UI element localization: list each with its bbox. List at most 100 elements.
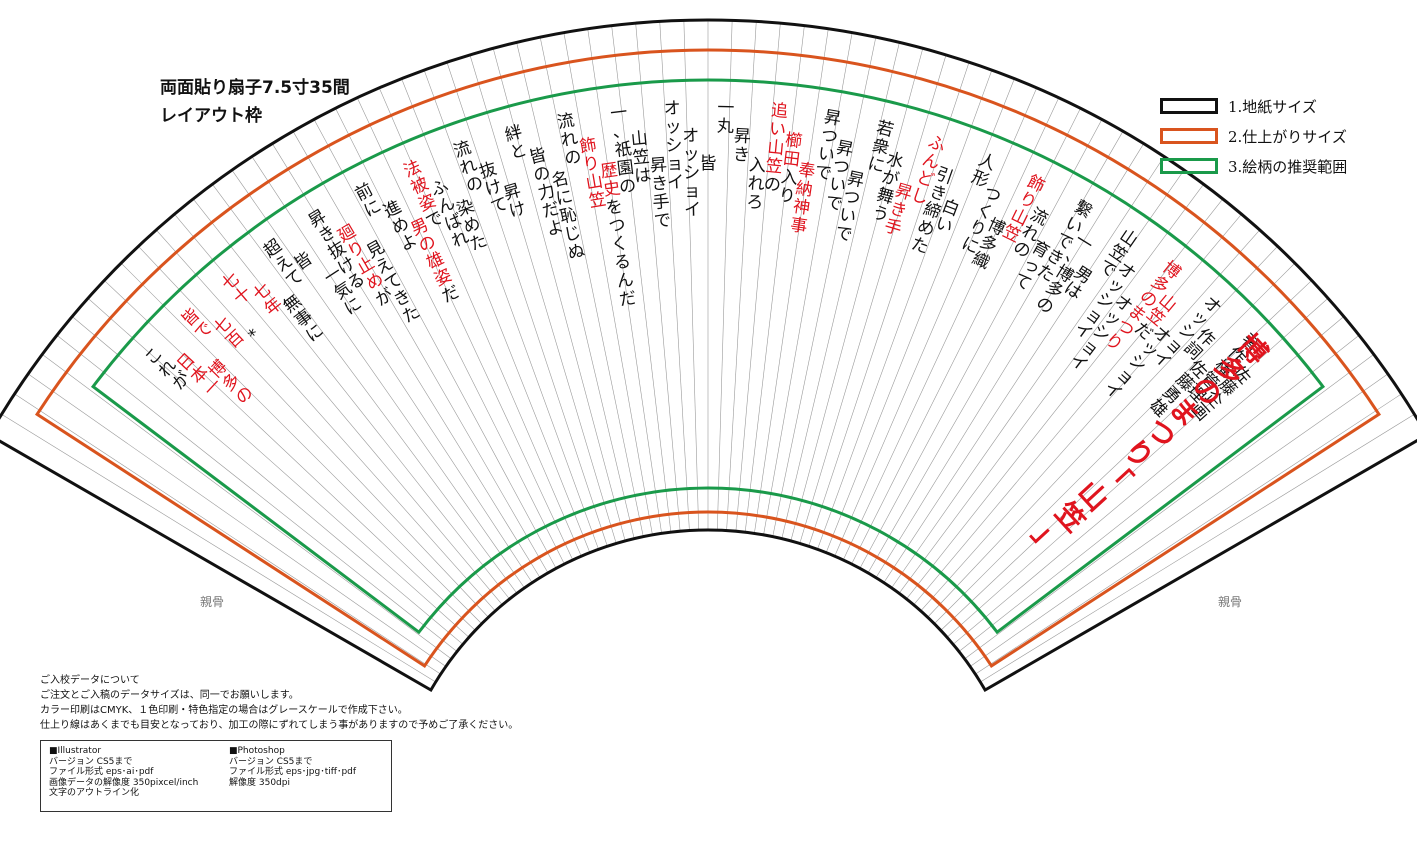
fan-rib-line [744,25,805,533]
fan-rib-line [313,119,557,569]
fan-rib-line [883,156,1165,583]
spec-line: 画像データの解像度 350pixcel/inch [49,777,199,788]
fan-rib-line [251,156,533,583]
finish-size-outline [34,48,1382,668]
fan-rib-line [817,69,993,550]
lyric-char: * [244,325,264,346]
fan-rib-line [138,246,489,618]
fan-rib-line [875,143,1144,578]
illustrator-specs: ■Illustrator バージョン CS5まで ファイル形式 eps･ai･p… [49,746,198,799]
lyric-char: 昇 [501,180,523,204]
lyric-char: の [463,172,486,196]
fan-rib-line [906,198,1224,600]
lyric-char: つ [841,187,862,210]
lyric-char: 昇 [845,169,866,192]
lyric-char: し [908,185,930,209]
fan-rib-line [587,28,662,534]
fan-rib-line [975,393,1402,675]
lyric-char: の [563,147,584,170]
lyric-char: 山 [766,138,785,160]
lyric-line: 白い [933,196,962,238]
lyric-char: れ [747,174,765,195]
fan-rib-line [891,169,1185,589]
lyric-char: 名 [550,169,571,192]
spec-line: バージョン CS5まで [229,756,313,767]
lyric-char: だ [540,199,561,222]
legend-label-finish-size: 2.仕上がりサイズ [1228,127,1347,146]
lyric-line: 流れの [556,110,584,169]
lyric-char: 田 [782,149,801,171]
page-title: 両面貼り扇子7.5寸35間 レイアウト枠 [160,74,350,130]
lyric-char: ふ [925,132,947,156]
lyric-char: 昇 [893,180,915,204]
lyric-char: い [933,213,956,238]
lyric-char: 皆 [527,145,548,168]
lyric-char: ッ [664,117,682,138]
spec-line: ■Photoshop [229,746,285,756]
lyric-char: 織 [969,248,993,273]
lyric-char: よ [545,217,566,240]
lyric-char: 昇 [649,155,667,176]
lyric-char: で [653,211,671,232]
fan-rib-line [401,78,591,553]
lyric-char: 博 [984,215,1008,240]
lyric-char: 飾 [578,135,598,158]
lyric-char: イ [684,200,701,220]
lyric-char: ど [914,167,936,191]
lyric-line: 無事に [280,291,328,347]
fan-rib-line [27,373,447,667]
fan-rib-line [920,229,1261,612]
lyric-char: 入 [748,155,766,176]
lyric-char: 恥 [558,205,579,228]
fan-rib-line [469,54,617,544]
fan-rib-line [763,32,853,535]
fan-rib-line [842,97,1060,561]
lyric-char: 抜 [477,159,499,183]
lyric-char: れ [559,128,580,151]
lyric-char: 追 [770,101,789,123]
lyric-char: め [461,213,484,238]
lyric-char: く [610,233,630,255]
fan-rib-line [272,143,541,578]
fan-rib-line [754,28,829,534]
lyric-char: り [777,185,796,207]
lyric-char: 手 [652,192,670,213]
lyric-line: 抜けて [477,159,511,218]
photoshop-specs: ■Photoshop バージョン CS5まで ファイル形式 eps･jpg･ti… [229,746,356,788]
lyric-char: 舞 [874,185,896,209]
fan-rib-line [292,131,549,574]
lyric-char: 染 [454,196,477,221]
lyric-char: 白 [939,196,962,221]
lyric-char: い [768,119,787,141]
lyric-char: 山 [630,129,649,151]
fan-rib-line [851,108,1081,565]
fan-rib-line [659,21,690,531]
submission-notes: ご入校データについて ご注文とご入稿のデータサイズは、同一でお願いします。 カラ… [40,673,518,733]
fan-rib-line [155,229,496,612]
lyric-char: に [866,154,887,177]
lyric-char: に [958,233,982,258]
lyric-char: 皆 [700,154,717,174]
lyric-char: 多 [977,232,1001,257]
lyric-char: 神 [792,197,812,219]
fan-rib-line [335,108,565,565]
notes-line: ご注文とご入稿のデータサイズは、同一でお願いします。 [40,690,299,701]
lyric-char: 史 [602,178,622,200]
lyric-char: 被 [408,174,432,199]
legend-swatch-paper-size [1160,98,1218,114]
fan-rib-line [859,119,1103,569]
lyric-char: つ [831,156,852,179]
lyric-char: 園 [616,158,635,180]
notes-line: カラー印刷はCMYK、１色印刷・特色指定の場合はグレースケールで作成下さい。 [40,705,408,716]
fan-rib-line [867,131,1124,574]
lyric-char: 男 [408,215,432,240]
legend-swatch-finish-size [1160,128,1218,144]
lyric-char: け [483,176,505,200]
lyric-char: 昇 [822,107,842,130]
